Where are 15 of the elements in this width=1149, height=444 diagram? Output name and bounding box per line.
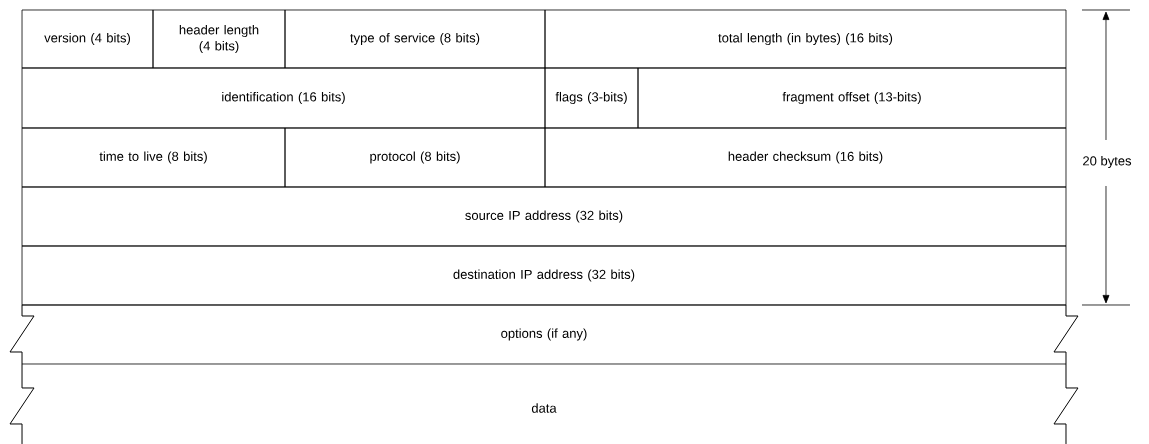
field-box: header checksum (16 bits)	[544, 127, 1067, 188]
field-box: destination IP address (32 bits)	[21, 245, 1067, 306]
field-box: time to live (8 bits)	[21, 127, 286, 188]
field-box: header length (4 bits)	[152, 9, 286, 69]
field-box: fragment offset (13-bits)	[637, 67, 1067, 129]
dimension-label: 20 bytes	[1083, 155, 1132, 169]
field-box: protocol (8 bits)	[284, 127, 546, 188]
field-box: options (if any)	[9, 304, 1079, 365]
field-box: total length (in bytes) (16 bits)	[544, 9, 1067, 69]
field-box: flags (3-bits)	[544, 67, 639, 129]
field-box: identification (16 bits)	[21, 67, 546, 129]
field-box: version (4 bits)	[21, 9, 154, 69]
field-box: type of service (8 bits)	[284, 9, 546, 69]
field-box: source IP address (32 bits)	[21, 186, 1067, 247]
field-box: data	[9, 363, 1079, 444]
